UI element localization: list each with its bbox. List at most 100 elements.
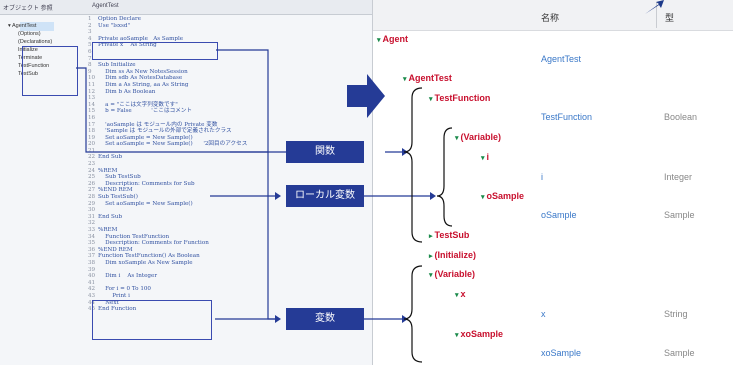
node-label: x — [460, 289, 466, 299]
editor-tab[interactable]: AgentTest — [92, 3, 119, 9]
collapse-icon[interactable]: ▾ — [455, 135, 459, 142]
name-cell: TestFunction — [541, 112, 593, 122]
code-line: 16 — [88, 115, 247, 122]
line-number: 9 — [88, 68, 92, 75]
line-number: 20 — [88, 141, 96, 148]
line-number: 21 — [88, 147, 96, 154]
code-line: 43 Print i — [88, 293, 247, 300]
line-number: 35 — [88, 240, 96, 247]
name-cell: i — [541, 172, 543, 182]
collapse-icon[interactable]: ▾ — [455, 332, 459, 339]
collapse-icon[interactable]: ▾ — [481, 194, 485, 201]
line-number: 43 — [88, 292, 96, 299]
node-label: (Variable) — [434, 269, 476, 279]
tree-node[interactable]: ▾Agent — [377, 34, 408, 44]
code-line: 27%END REM — [88, 187, 247, 194]
collapse-icon[interactable]: ▾ — [455, 292, 459, 299]
node-label: AgentTest — [408, 73, 452, 83]
code-text: Private aoSample As Sample — [98, 35, 184, 42]
expand-icon[interactable]: ▸ — [429, 253, 433, 260]
tree-node[interactable]: ▸(Initialize) — [429, 250, 476, 260]
code-line: 25 Sub TestSub — [88, 174, 247, 181]
column-header-name[interactable]: 名称 — [541, 13, 560, 23]
tree-item[interactable]: (Options) — [18, 31, 41, 37]
tree-node[interactable]: ▾i — [481, 152, 489, 162]
code-line: 26 Description: Comments for Sub — [88, 181, 247, 188]
object-tree: ▾ AgentTest (Options) (Declarations) Initia… — [2, 22, 82, 78]
code-line: 20 Set aoSample = New Sample() '2回目のアクセス — [88, 141, 247, 148]
tree-item[interactable]: Initialize — [18, 47, 38, 53]
line-number: 6 — [88, 48, 92, 55]
tree-node[interactable]: ▾AgentTest — [403, 73, 452, 83]
object-tab[interactable]: オブジェクト 参照 — [3, 6, 53, 12]
code-line: 41 — [88, 280, 247, 287]
expand-icon[interactable]: ▸ — [429, 233, 433, 240]
callout-local-variable: ローカル変数 — [286, 185, 364, 207]
collapse-icon[interactable]: ▾ — [429, 96, 433, 103]
code-text: Description: Comments for Function — [98, 240, 209, 247]
code-text: Sub TestSub — [98, 174, 141, 181]
code-text: Print i — [98, 292, 130, 299]
code-text: Description: Comments for Sub — [98, 180, 195, 187]
callout-function: 関数 — [286, 141, 364, 163]
tree-item[interactable]: TestFunction — [18, 63, 50, 69]
code-text: Sub Initialize — [98, 62, 136, 69]
code-text: Sub TestSub() — [98, 194, 138, 201]
line-number: 40 — [88, 273, 96, 280]
code-line: 18 'Sample は モジュールの外部で定義されたクラス — [88, 128, 247, 135]
code-text: End Function — [98, 306, 137, 313]
code-box-local-vars — [92, 300, 212, 340]
code-line: 10 Dim sdb As NotesDatabase — [88, 75, 247, 82]
code-text: Dim xoSample As New Sample — [98, 259, 193, 266]
line-number: 34 — [88, 233, 96, 240]
name-cell: x — [541, 309, 546, 319]
code-text: For i = 0 To 100 — [98, 286, 151, 293]
code-text: Dim b As Boolean — [98, 88, 156, 95]
collapse-icon[interactable]: ▾ — [377, 37, 381, 44]
tree-item[interactable]: Terminate — [18, 55, 43, 61]
code-text: Function TestFunction — [98, 233, 170, 240]
tree-item[interactable]: TestSub — [18, 71, 38, 77]
line-number: 32 — [88, 220, 96, 227]
line-number: 41 — [88, 279, 96, 286]
code-text: b = False 'ここはコメント — [98, 108, 192, 115]
line-number: 29 — [88, 200, 96, 207]
tree-node[interactable]: ▾(Variable) — [455, 132, 501, 142]
tree-item[interactable]: ▾ AgentTest — [8, 23, 37, 29]
tree-node[interactable]: ▾oSample — [481, 191, 524, 201]
code-text: %REM — [98, 227, 118, 233]
line-number: 22 — [88, 154, 96, 161]
code-line: 21 — [88, 148, 247, 155]
ide-header: オブジェクト 参照 AgentTest — [0, 0, 372, 15]
code-line: 30 — [88, 207, 247, 214]
collapse-icon[interactable]: ▾ — [403, 76, 407, 83]
collapse-icon[interactable]: ▾ — [481, 155, 485, 162]
line-number: 33 — [88, 227, 96, 233]
node-label: Agent — [382, 34, 409, 44]
node-label: oSample — [486, 191, 525, 201]
code-text: Dim ss As New NotesSession — [98, 68, 188, 75]
code-line: 40 Dim i As Integer — [88, 273, 247, 280]
tree-node[interactable]: ▾x — [455, 289, 466, 299]
line-number: 30 — [88, 207, 96, 214]
line-number: 3 — [88, 29, 92, 36]
tree-node[interactable]: ▾TestFunction — [429, 93, 490, 103]
code-line: 42 For i = 0 To 100 — [88, 286, 247, 293]
column-divider[interactable] — [656, 2, 657, 28]
tree-node[interactable]: ▾xoSample — [455, 329, 503, 339]
code-line: 38 Dim xoSample As New Sample — [88, 260, 247, 267]
tree-node[interactable]: ▸TestSub — [429, 230, 469, 240]
line-number: 12 — [88, 88, 96, 95]
code-line: 34 Function TestFunction — [88, 234, 247, 241]
collapse-icon[interactable]: ▾ — [429, 272, 433, 279]
code-text: Next — [98, 299, 119, 306]
tree-item[interactable]: (Declarations) — [18, 39, 53, 45]
tree-node[interactable]: ▾(Variable) — [429, 269, 475, 279]
column-header-type[interactable]: 型 — [665, 13, 675, 23]
type-cell: Boolean — [664, 112, 698, 122]
